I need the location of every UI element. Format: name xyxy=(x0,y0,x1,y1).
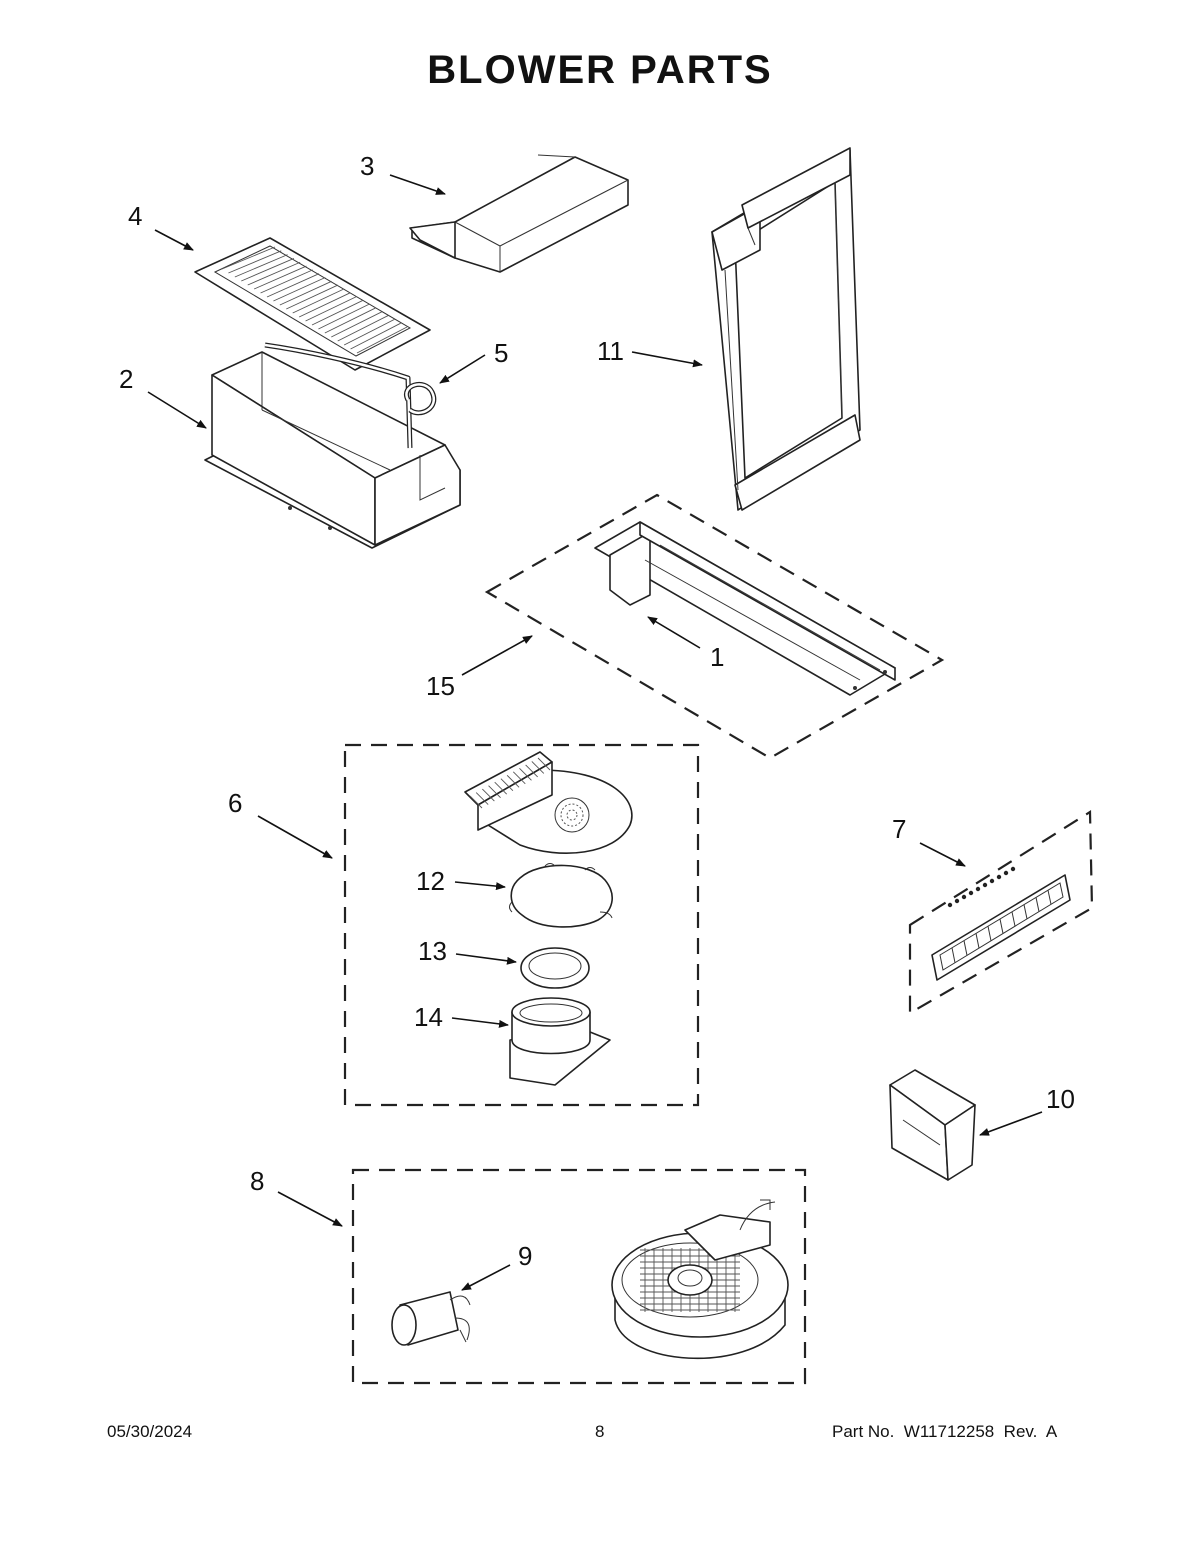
part-6-blower-plate xyxy=(464,751,633,854)
part-11-frame xyxy=(711,147,861,511)
callout-6: 6 xyxy=(228,788,242,818)
callout-8: 8 xyxy=(250,1166,264,1196)
part-7-screws xyxy=(947,866,1016,908)
part-6-assembly-box xyxy=(343,743,700,1107)
part-7-grille xyxy=(931,874,1071,981)
footer-page-number: 8 xyxy=(595,1422,605,1441)
callout-15: 15 xyxy=(426,671,455,701)
part-14-collar xyxy=(509,997,611,1086)
footer-part-number: Part No. W11712258 Rev. A xyxy=(832,1422,1058,1441)
callout-13: 13 xyxy=(418,936,447,966)
part-15-assembly-box xyxy=(484,493,945,760)
callout-3: 3 xyxy=(360,151,374,181)
callout-5: 5 xyxy=(494,338,508,368)
part-8-assembly-box xyxy=(351,1168,807,1385)
page-title: BLOWER PARTS xyxy=(427,48,773,92)
part-4-filter xyxy=(194,237,431,371)
part-13-ring-gasket xyxy=(520,947,590,989)
callout-14: 14 xyxy=(414,1002,443,1032)
callout-9: 9 xyxy=(518,1241,532,1271)
callout-12: 12 xyxy=(416,866,445,896)
part-1-rail xyxy=(594,521,896,696)
footer-date: 05/30/2024 xyxy=(107,1422,193,1441)
part-9-capacitor xyxy=(391,1291,471,1346)
part-10-bracket xyxy=(889,1069,976,1181)
callout-10: 10 xyxy=(1046,1084,1075,1114)
part-2-housing xyxy=(204,351,461,549)
callout-7: 7 xyxy=(892,814,906,844)
callout-4: 4 xyxy=(128,201,142,231)
part-7-assembly-box xyxy=(908,810,1094,1015)
callout-labels: 3 4 5 2 11 1 15 6 12 13 14 7 10 8 9 xyxy=(119,151,1075,1271)
callout-1: 1 xyxy=(710,642,724,672)
callout-11: 11 xyxy=(597,336,624,366)
part-8-blower-motor xyxy=(611,1199,789,1360)
part-3-duct-transition xyxy=(409,154,629,273)
part-12-clip-ring xyxy=(509,863,613,928)
leader-lines xyxy=(147,174,1043,1291)
part-5-tube xyxy=(264,342,437,449)
callout-2: 2 xyxy=(119,364,133,394)
